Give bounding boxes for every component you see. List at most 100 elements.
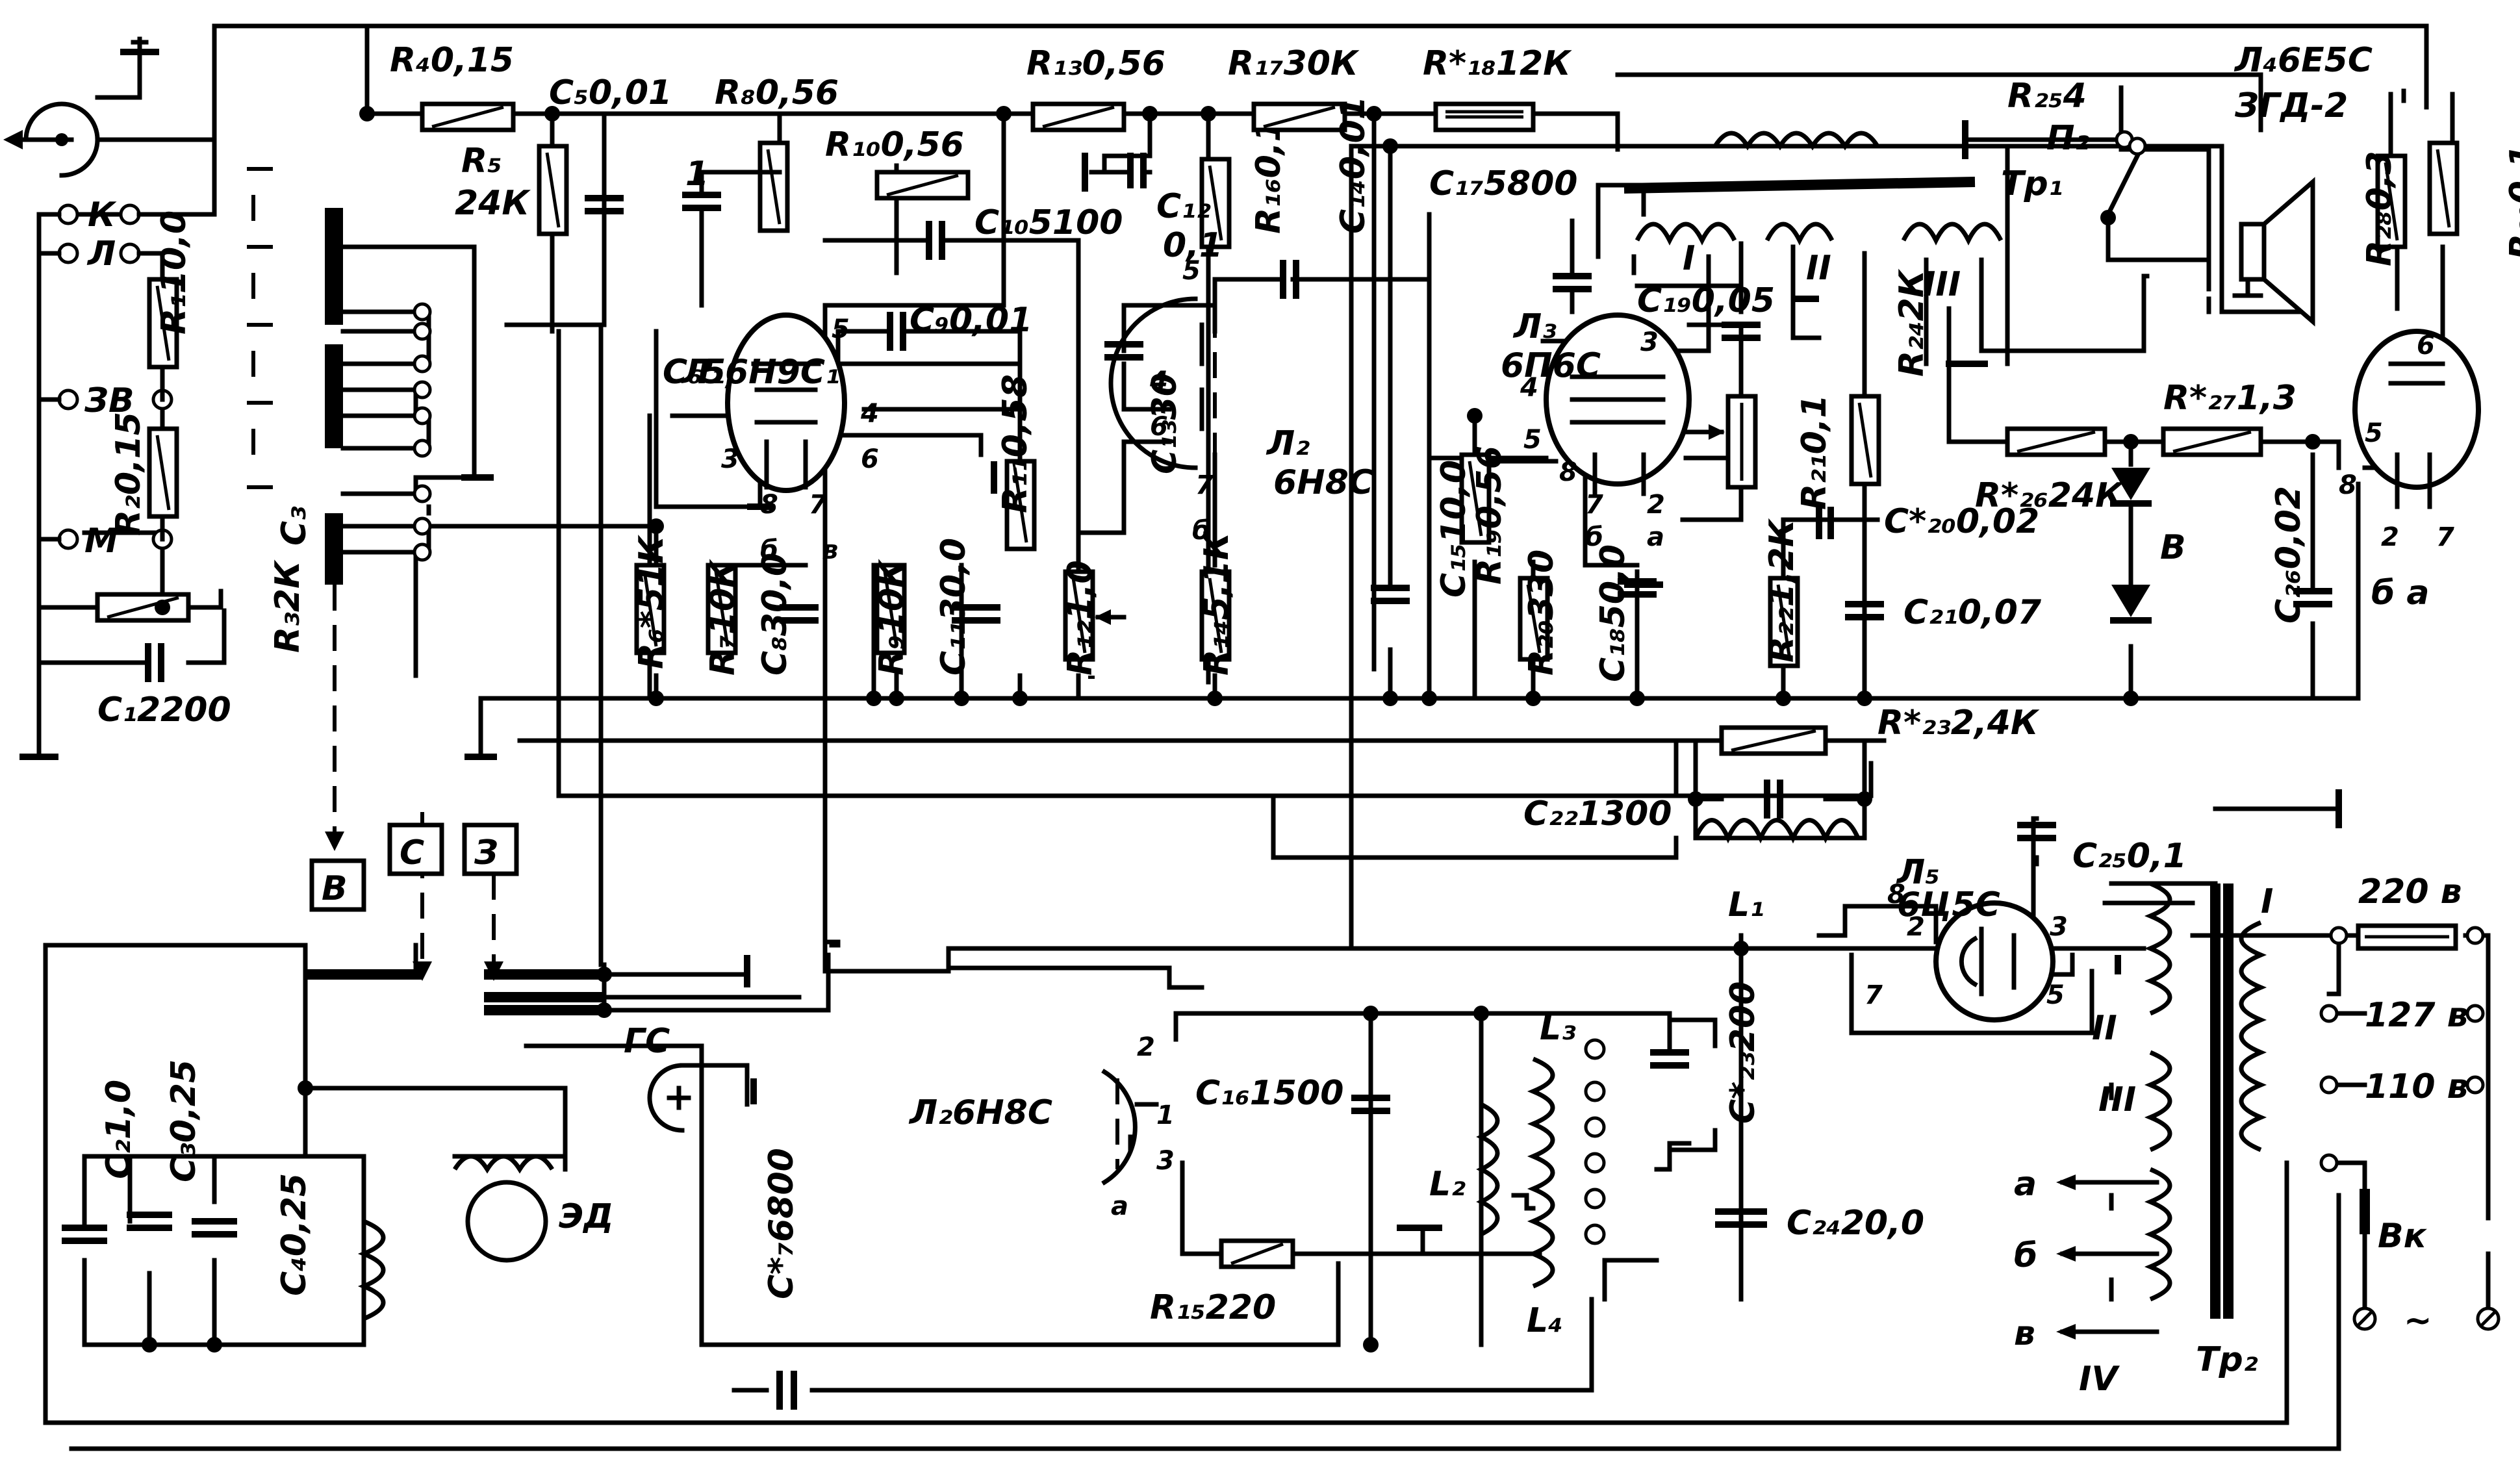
power-transformer-Tr2: II III IV I Тр₂ — [2079, 789, 2342, 1399]
svg-text:ЭД: ЭД — [559, 1197, 613, 1236]
svg-text:I: I — [2261, 882, 2273, 921]
tube-L2-oscillator: Л₂6Н8С 2 1 3 а — [908, 1032, 1175, 1221]
svg-text:C₁₅10,0: C₁₅10,0 — [1434, 460, 1473, 598]
svg-text:ЗВ: ЗВ — [84, 381, 134, 420]
svg-text:III: III — [1923, 265, 1961, 304]
svg-text:б: б — [1192, 516, 1210, 546]
svg-text:Л₃: Л₃ — [1512, 307, 1557, 346]
coil-L1: L₁ — [1693, 818, 1861, 924]
svg-text:Л₂6Н8С: Л₂6Н8С — [908, 1093, 1052, 1132]
speaker: ЗГД-2 — [2232, 86, 2348, 327]
svg-text:R₁₉0,56: R₁₉0,56 — [1470, 446, 1509, 585]
svg-text:3: 3 — [721, 444, 739, 474]
svg-text:Тр₁: Тр₁ — [2001, 164, 2063, 203]
capacitors: C₁2200 C₂1,0 C₃0,25 C₄0,25 C₅0,01 1 C₆5,… — [62, 73, 2332, 1410]
svg-text:Л₅: Л₅ — [1896, 853, 1940, 892]
svg-text:R₁₇30К: R₁₇30К — [1228, 44, 1360, 83]
svg-text:R₂₅4: R₂₅4 — [2007, 77, 2087, 116]
diodes: В — [2110, 468, 2186, 624]
svg-text:IV: IV — [2079, 1360, 2120, 1399]
switch-P2: П₂ — [2046, 119, 2159, 262]
svg-text:1: 1 — [1156, 1100, 1175, 1130]
capacitor-C16: C₁₆1500 — [1195, 1074, 1390, 1114]
svg-text:б а: б а — [2371, 574, 2430, 613]
pickup-GS: ГС — [624, 1022, 757, 1133]
capacitor-C19: C₁₉0,05 — [1637, 281, 1775, 341]
svg-text:б: б — [2014, 1236, 2037, 1275]
svg-text:110 в: 110 в — [2365, 1067, 2469, 1106]
capacitor-C4: C₄0,25 — [192, 1173, 314, 1296]
svg-text:R₃2К: R₃2К — [268, 559, 307, 653]
svg-text:C*₂₀0,02: C*₂₀0,02 — [1884, 502, 2039, 541]
capacitor-C17: C₁₇5800 — [1429, 164, 1592, 314]
svg-text:П₂: П₂ — [2046, 119, 2090, 158]
svg-text:R₁₄5,1К: R₁₄5,1К — [1197, 531, 1236, 676]
svg-text:Л: Л — [86, 235, 116, 273]
wiring — [36, 23, 2491, 1451]
junction-dots — [142, 106, 2321, 1353]
svg-text:R₁₃0,56: R₁₃0,56 — [1026, 44, 1165, 83]
capacitor-C2: C₂1,0 — [62, 1080, 138, 1244]
svg-text:C₁₀5100: C₁₀5100 — [974, 203, 1123, 242]
svg-text:C₂₅0,1: C₂₅0,1 — [2072, 837, 2187, 876]
svg-text:C₁₇5800: C₁₇5800 — [1429, 164, 1577, 203]
output-transformer-Tr1: Тр₁ I II III — [1623, 131, 2063, 367]
svg-text:6П6С: 6П6С — [1501, 346, 1601, 385]
svg-text:а: а — [1111, 1191, 1128, 1221]
svg-text:R₂₈0,3: R₂₈0,3 — [2360, 151, 2399, 266]
svg-text:R₁₁0,58: R₁₁0,58 — [996, 374, 1035, 513]
coil-L2: L₂ — [1397, 1102, 1500, 1237]
svg-text:6: 6 — [861, 444, 879, 474]
tube-L1: Л₁6Н9С₁ 5 4 3 6 8 7 б в — [681, 312, 879, 565]
input-jacks: К Л ЗВ М — [19, 196, 217, 760]
svg-text:~: ~ — [2404, 1301, 2432, 1340]
svg-text:C*₂₃200: C*₂₃200 — [1724, 982, 1763, 1124]
svg-text:C₁₂: C₁₂ — [1156, 187, 1211, 226]
resistor-R7 — [706, 563, 738, 655]
capacitor-C10: C₁₀5100 — [822, 203, 1123, 574]
svg-text:L₃: L₃ — [1540, 1009, 1576, 1048]
motor-ED: ЭД — [357, 1128, 613, 1321]
svg-text:C*₇6800: C*₇6800 — [762, 1148, 801, 1299]
svg-text:5: 5 — [2365, 418, 2383, 448]
resistor-R16 — [1199, 157, 1232, 249]
svg-text:в: в — [2014, 1314, 2035, 1353]
svg-text:C₉0,01: C₉0,01 — [910, 301, 1032, 340]
capacitor-C26: C₂₆0,02 — [2269, 486, 2332, 624]
svg-text:C₃0,25: C₃0,25 — [164, 1060, 203, 1182]
svg-text:2: 2 — [2381, 522, 2399, 552]
svg-text:R₉10К: R₉10К — [872, 559, 911, 676]
svg-text:C₁₄0,01: C₁₄0,01 — [1334, 96, 1373, 234]
svg-text:24К: 24К — [455, 184, 531, 223]
svg-text:II: II — [1806, 249, 1831, 288]
svg-text:3: 3 — [2050, 912, 2068, 942]
ground-symbols — [465, 461, 1095, 760]
svg-text:R₁₆0,1: R₁₆0,1 — [1249, 118, 1288, 234]
svg-text:С: С — [400, 833, 424, 872]
capacitor-C22: C₂₂1300 — [1523, 780, 1783, 833]
capacitor-C1: C₁2200 — [97, 643, 231, 730]
svg-text:C₁₆1500: C₁₆1500 — [1195, 1074, 1343, 1113]
capacitor-C5: C₅0,01 — [549, 73, 672, 327]
capacitor-C11-electrolytic — [961, 604, 1000, 624]
svg-text:R*₂₆24К: R*₂₆24К — [1975, 476, 2124, 515]
capacitor-C25: C₂₅0,1 — [2017, 822, 2187, 876]
svg-text:C₅0,01: C₅0,01 — [549, 73, 672, 112]
switch-label-V: В — [309, 858, 366, 912]
svg-text:4: 4 — [1520, 373, 1538, 403]
svg-text:R₂₄2К: R₂₄2К — [1892, 268, 1931, 377]
svg-text:7: 7 — [809, 490, 827, 520]
svg-text:R*₂₇1,3: R*₂₇1,3 — [2163, 379, 2297, 418]
svg-text:R₁₀0,56: R₁₀0,56 — [825, 125, 964, 164]
svg-text:C₂₂1300: C₂₂1300 — [1523, 794, 1672, 833]
switch-label-Z: З — [462, 822, 519, 876]
svg-text:б: б — [760, 535, 778, 565]
capacitor-C15: C₁₅10,0 — [1371, 460, 1473, 604]
svg-text:I: I — [1683, 239, 1695, 278]
tube-L3: Л₃ 6П6С 3 4 5 8 7 2 б а — [1501, 307, 1692, 552]
svg-text:R₂₀330: R₂₀330 — [1522, 550, 1561, 676]
switch-contacts-lower — [305, 952, 831, 1018]
svg-text:7: 7 — [1195, 470, 1214, 500]
capacitor-C24: C₂₄20,0 — [1715, 1204, 1924, 1243]
